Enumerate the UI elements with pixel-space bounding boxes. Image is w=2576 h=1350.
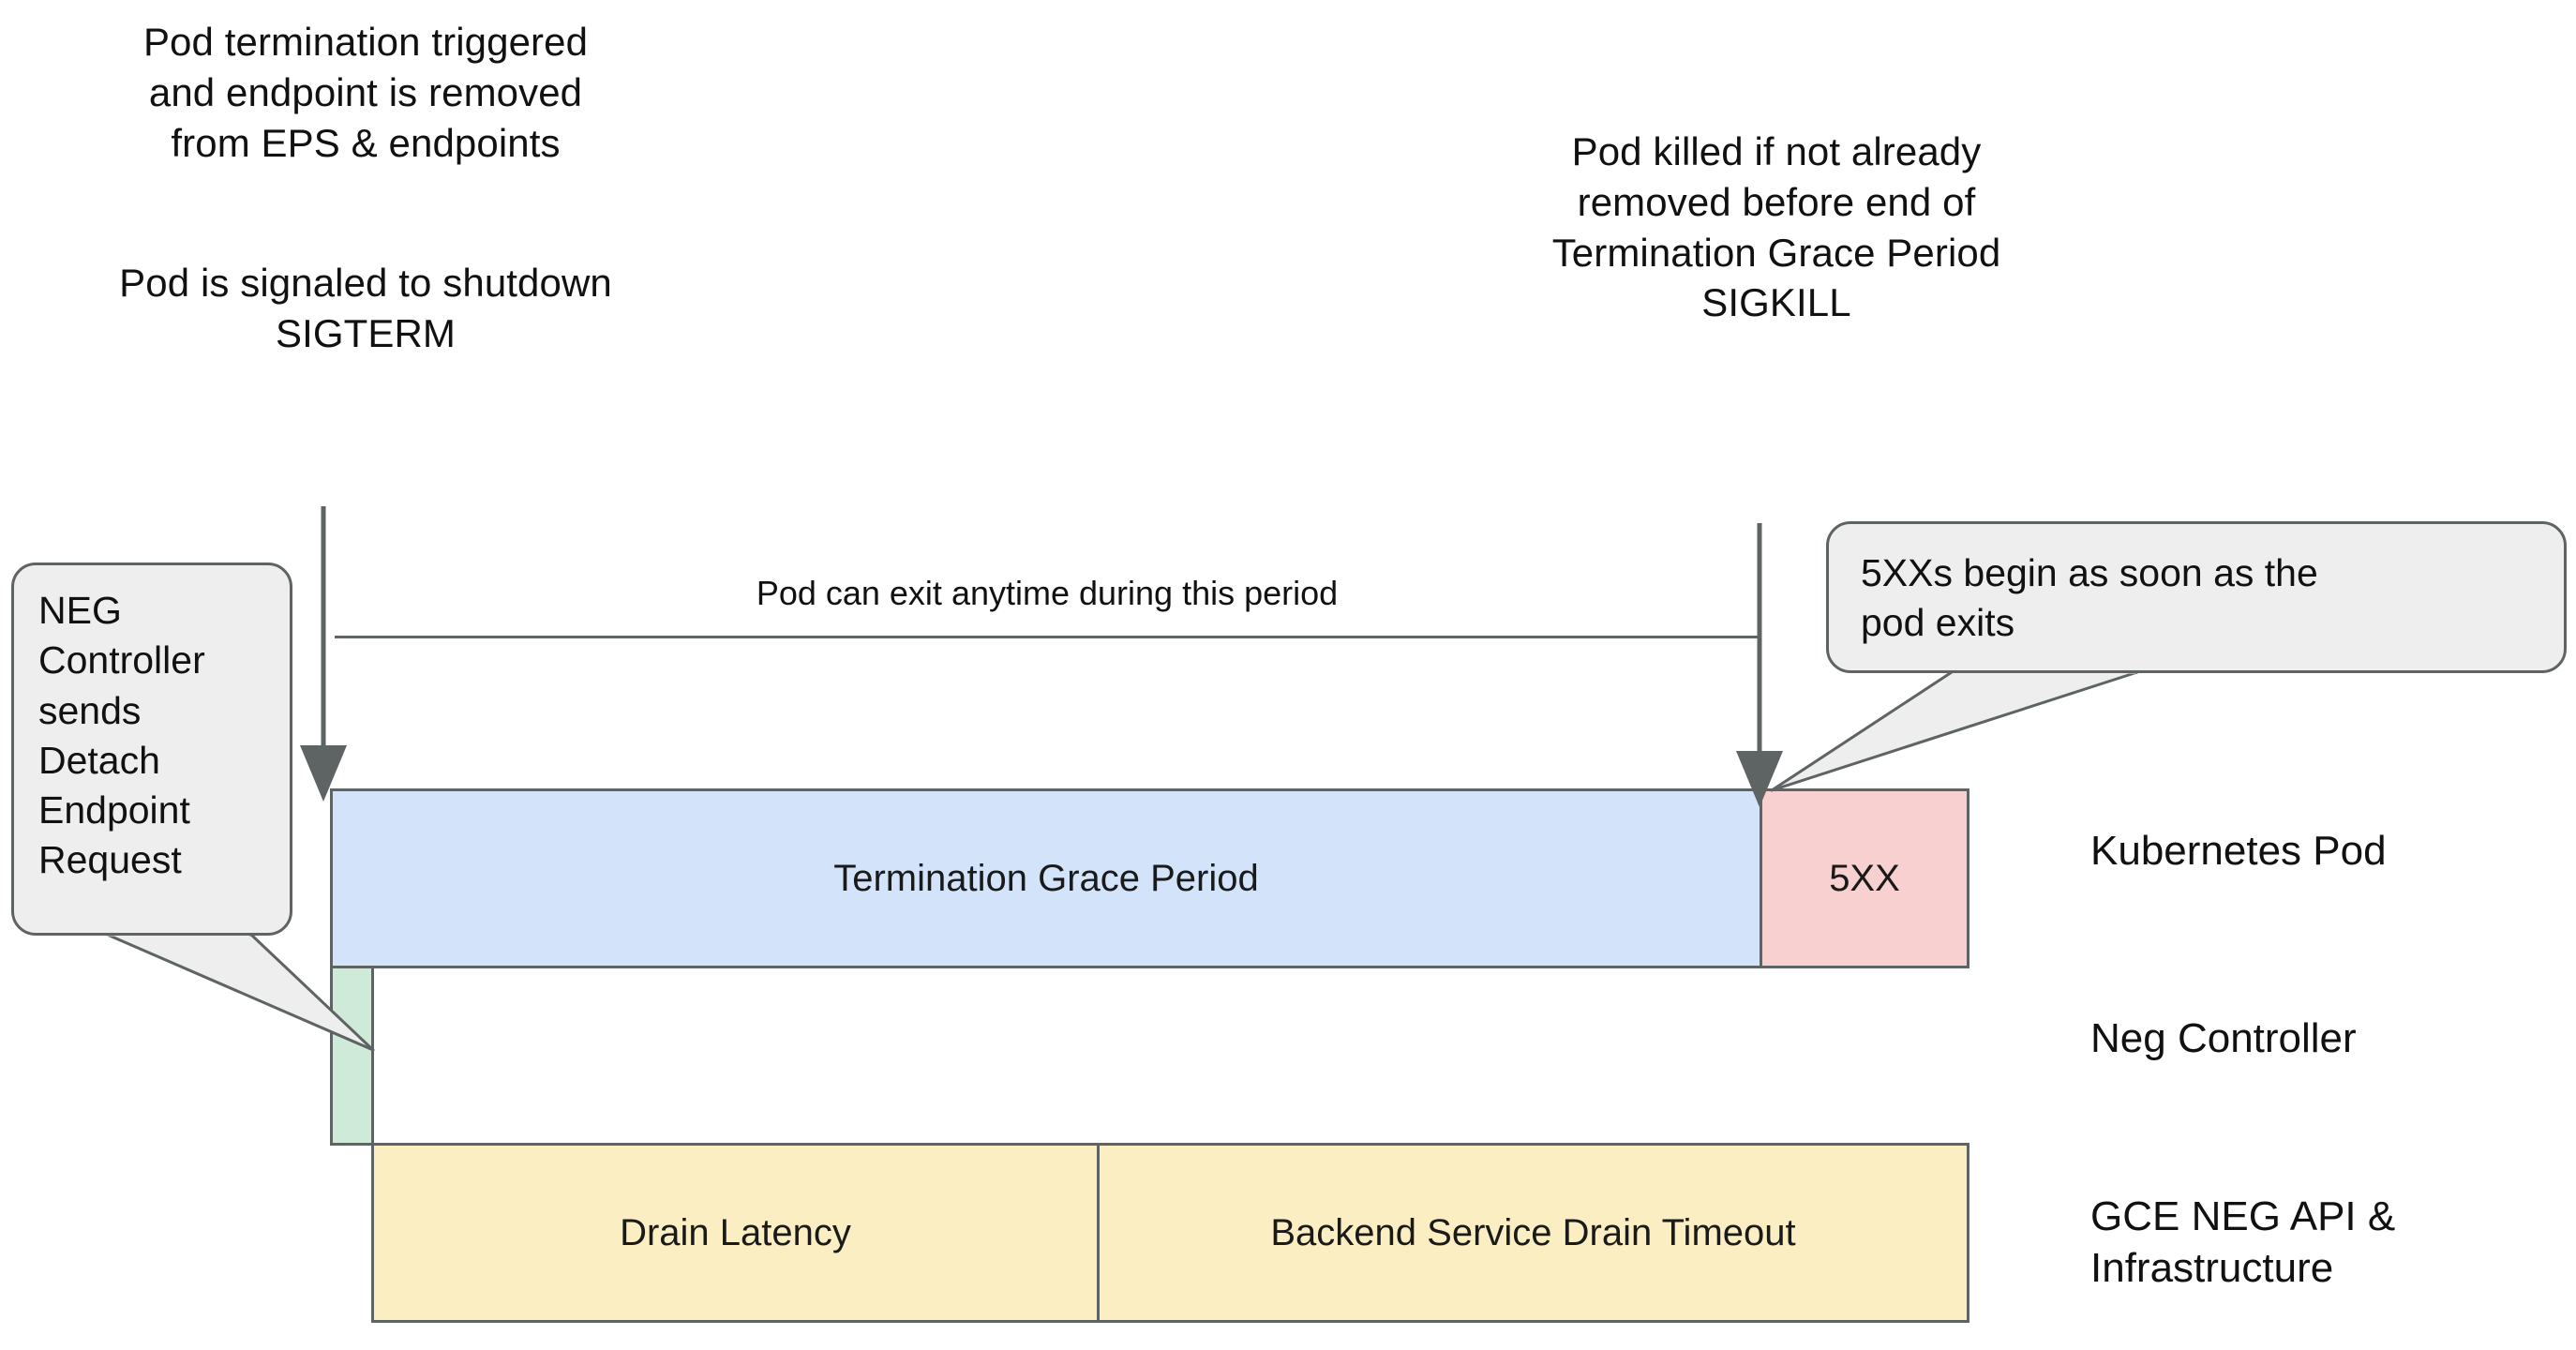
bar-termination-grace-period-label: Termination Grace Period — [833, 857, 1259, 899]
row-label-kubernetes-pod: Kubernetes Pod — [2090, 828, 2387, 874]
callout-neg-controller: NEG Controller sends Detach Endpoint Req… — [11, 562, 292, 936]
bar-backend-service-drain-timeout-label: Backend Service Drain Timeout — [1270, 1211, 1796, 1253]
note-pod-killed-sigkill: Pod killed if not already removed before… — [1551, 129, 2001, 325]
bar-five-xx: 5XX — [1760, 788, 1969, 968]
callout-5xx-tail — [1770, 668, 2139, 792]
bar-drain-latency-label: Drain Latency — [620, 1211, 851, 1253]
row-label-neg-controller: Neg Controller — [2090, 1015, 2357, 1061]
bar-drain-latency: Drain Latency — [371, 1143, 1100, 1323]
bar-five-xx-label: 5XX — [1829, 857, 1900, 899]
bar-termination-grace-period: Termination Grace Period — [330, 788, 1762, 968]
timeline-span-rule — [335, 636, 1760, 638]
note-pod-termination-triggered: Pod termination triggered and endpoint i… — [142, 20, 589, 165]
callout-five-xx: 5XXs begin as soon as the pod exits — [1826, 521, 2567, 673]
bar-backend-service-drain-timeout: Backend Service Drain Timeout — [1097, 1143, 1969, 1323]
note-pod-signaled-shutdown: Pod is signaled to shutdown SIGTERM — [119, 261, 612, 355]
bar-neg-detach — [330, 966, 374, 1146]
row-label-gce-neg-api: GCE NEG API & Infrastructure — [2090, 1193, 2396, 1292]
timeline-span-label: Pod can exit anytime during this period — [756, 574, 1339, 612]
